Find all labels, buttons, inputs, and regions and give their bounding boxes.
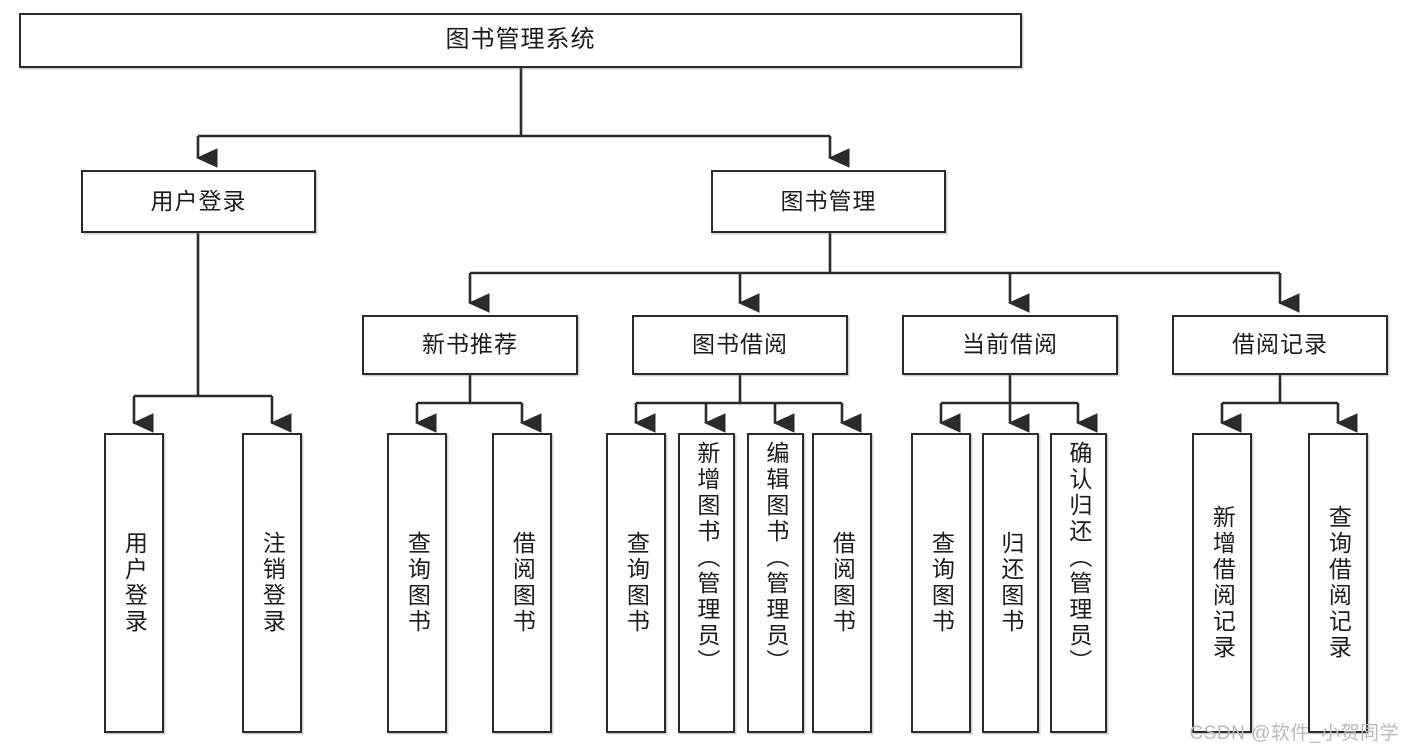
leaf-user-login-logout[interactable]: 注销登录 (242, 433, 302, 733)
leaf-borrow-records-query-record[interactable]: 查询借阅记录 (1308, 433, 1368, 733)
node-label: 当前借阅 (962, 331, 1058, 358)
node-current-borrow[interactable]: 当前借阅 (902, 315, 1118, 375)
leaf-current-borrow-confirm-return-admin[interactable]: 确认归还（管理员） (1050, 433, 1107, 733)
leaf-book-borrow-edit-book-admin[interactable]: 编辑图书（管理员） (747, 433, 804, 733)
node-label: 借阅图书 (509, 531, 536, 635)
leaf-borrow-records-add-record[interactable]: 新增借阅记录 (1192, 433, 1252, 733)
node-user-login[interactable]: 用户登录 (81, 170, 316, 233)
node-label: 查询图书 (928, 531, 955, 635)
node-label: 用户登录 (150, 187, 247, 214)
leaf-book-borrow-borrow-book[interactable]: 借阅图书 (812, 433, 872, 733)
leaf-new-book-borrow-book[interactable]: 借阅图书 (492, 433, 552, 733)
leaf-current-borrow-query-book[interactable]: 查询图书 (911, 433, 971, 733)
node-label: 图书管理系统 (445, 26, 596, 54)
node-label: 查询借阅记录 (1325, 505, 1352, 661)
leaf-book-borrow-add-book-admin[interactable]: 新增图书（管理员） (678, 433, 735, 733)
node-book-management[interactable]: 图书管理 (711, 170, 946, 233)
node-new-book-recommend[interactable]: 新书推荐 (362, 315, 578, 375)
leaf-user-login-login[interactable]: 用户登录 (104, 433, 164, 733)
node-label: 借阅记录 (1232, 331, 1328, 358)
node-borrow-records[interactable]: 借阅记录 (1172, 315, 1388, 375)
node-label: 新增图书（管理员） (693, 441, 720, 675)
leaf-current-borrow-return-book[interactable]: 归还图书 (982, 433, 1039, 733)
watermark-text: CSDN @软件_小贺同学 (1189, 723, 1399, 744)
node-label: 图书管理 (780, 187, 877, 214)
node-root-book-management-system[interactable]: 图书管理系统 (19, 13, 1022, 68)
leaf-book-borrow-query-book[interactable]: 查询图书 (606, 433, 666, 733)
node-label: 归还图书 (997, 531, 1024, 635)
node-label: 查询图书 (404, 531, 431, 635)
node-book-borrow[interactable]: 图书借阅 (632, 315, 848, 375)
node-label: 编辑图书（管理员） (762, 441, 789, 675)
node-label: 图书借阅 (692, 331, 788, 358)
node-label: 新增借阅记录 (1209, 505, 1236, 661)
node-label: 用户登录 (121, 531, 148, 635)
node-label: 注销登录 (259, 531, 286, 635)
node-label: 借阅图书 (829, 531, 856, 635)
leaf-new-book-query-book[interactable]: 查询图书 (387, 433, 447, 733)
node-label: 确认归还（管理员） (1065, 441, 1092, 675)
node-label: 新书推荐 (422, 331, 518, 358)
node-label: 查询图书 (623, 531, 650, 635)
